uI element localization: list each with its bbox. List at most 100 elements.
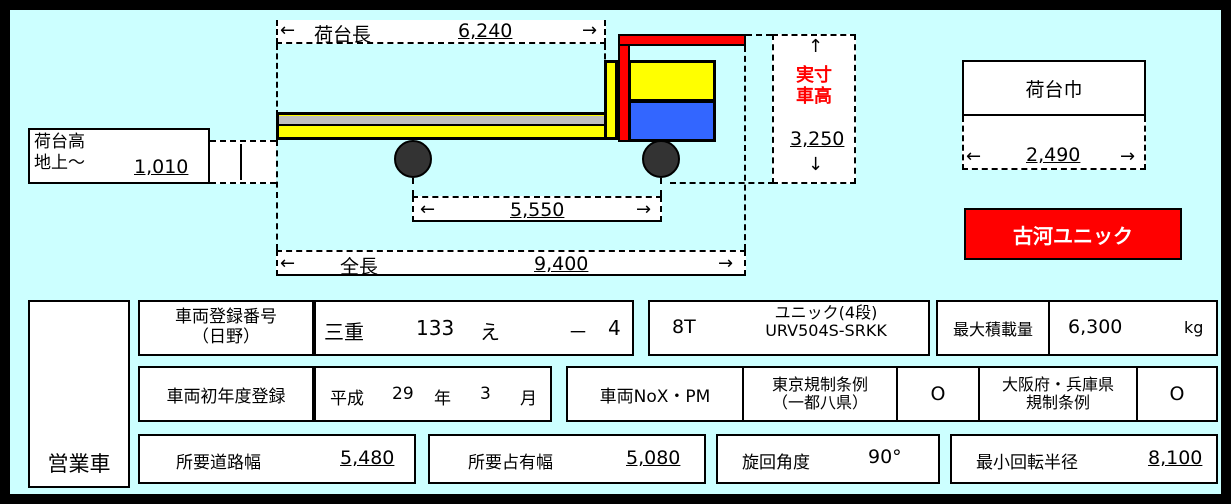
reg-number-label-line1: 車両登録番号	[175, 307, 277, 328]
truck-cab-upper	[628, 60, 716, 102]
first-reg-month-unit: 月	[520, 389, 537, 409]
tokyo-label-line1: 東京規制条例	[771, 374, 868, 394]
reg-region: 三重	[324, 320, 364, 344]
reg-class: 133	[416, 316, 455, 340]
crane-maker-label: 古河ユニック	[1013, 223, 1133, 248]
tokyo-mark: O	[930, 383, 946, 405]
crane-spec-box: 8T ユニック(4段) URV504S-SRKK	[648, 300, 930, 356]
crane-model-line1: ユニック(4段)	[774, 303, 878, 322]
first-reg-year-unit: 年	[434, 389, 451, 409]
total-length-extension-left	[276, 140, 278, 250]
total-length-value: 9,400	[534, 253, 589, 275]
nox-label: 車両NoX・PM	[599, 386, 711, 407]
wheelbase-dimension: ← 5,550 →	[412, 196, 662, 222]
osaka-mark-box: O	[1136, 366, 1218, 422]
bed-height-arrow-icon	[240, 144, 242, 180]
truck-bed-rail	[279, 116, 605, 126]
bed-height-label-line2: 地上～	[34, 153, 85, 174]
height-top-extension	[746, 34, 772, 36]
height-label-line1: 実寸	[796, 65, 832, 86]
osaka-label-box: 大阪府・兵庫県 規制条例	[978, 366, 1138, 422]
wheelbase-extension-right	[660, 178, 662, 196]
road-width-value: 5,480	[340, 447, 395, 469]
total-length-extension-right	[744, 46, 746, 250]
turn-radius-box: 最小回転半径 8,100	[950, 434, 1218, 484]
vehicle-category-box: 営業車	[28, 300, 130, 488]
truck-cab-lower	[628, 100, 716, 142]
bed-length-dimension: ← 荷台長 6,240 →	[276, 20, 606, 46]
vehicle-category: 営業車	[47, 452, 111, 476]
road-width-label: 所要道路幅	[176, 453, 261, 473]
swing-angle-box: 旋回角度 90°	[716, 434, 940, 484]
truck-front-plate	[604, 60, 618, 140]
first-reg-year: 29	[392, 384, 414, 404]
turn-radius-label: 最小回転半径	[976, 453, 1078, 473]
rear-wheel-icon	[394, 140, 432, 178]
reg-number-value-box: 三重 133 え － 4	[314, 300, 634, 356]
bed-width-dimension: ← 2,490 →	[962, 116, 1146, 170]
bed-height-label: 荷台高 地上～	[34, 132, 85, 175]
wheelbase-extension-left	[412, 178, 414, 196]
first-reg-label-box: 車両初年度登録	[138, 366, 314, 422]
bed-height-box: 荷台高 地上～ 1,010	[28, 128, 210, 184]
bed-height-value: 1,010	[134, 156, 189, 178]
arrow-right-icon: →	[718, 253, 734, 274]
ground-line	[670, 182, 774, 184]
arrow-right-icon: →	[1120, 146, 1136, 167]
max-load-unit: kg	[1184, 318, 1204, 337]
arrow-left-icon: ←	[280, 253, 296, 274]
total-length-dimension: ← 全長 9,400 →	[276, 250, 746, 278]
arrow-right-icon: →	[582, 20, 598, 41]
tokyo-label-line2: （一都八県）	[771, 393, 868, 412]
occupy-width-label: 所要占有幅	[468, 453, 553, 473]
first-reg-month: 3	[480, 384, 491, 404]
max-load-label: 最大積載量	[952, 320, 1033, 339]
osaka-label-line1: 大阪府・兵庫県	[1001, 374, 1114, 394]
spec-sheet: ← 荷台長 6,240 → ↑ 実寸 車高 3,250 ↓ 荷台高 地上～ 1,…	[10, 10, 1221, 494]
reg-kana: え	[480, 320, 500, 344]
reg-number-label-line2: （日野）	[192, 327, 260, 347]
total-length-label: 全長	[340, 256, 379, 278]
crane-model-line2: URV504S-SRKK	[765, 321, 887, 341]
bed-length-extension-left	[276, 44, 278, 116]
arrow-up-icon: ↑	[808, 36, 824, 57]
crane-model: ユニック(4段) URV504S-SRKK	[728, 303, 924, 341]
arrow-down-icon: ↓	[808, 154, 824, 175]
first-reg-label: 車両初年度登録	[166, 386, 286, 407]
crane-boom	[618, 34, 746, 46]
height-label-line2: 車高	[796, 85, 832, 107]
bed-width-box: 荷台巾	[962, 60, 1146, 116]
bed-length-value: 6,240	[458, 20, 513, 42]
max-load-value-box: 6,300 kg	[1048, 300, 1218, 356]
bed-height-arrow-area	[210, 140, 276, 184]
first-reg-value-box: 平成 29 年 3 月	[314, 366, 552, 422]
height-dimension: ↑ 実寸 車高 3,250 ↓	[772, 34, 856, 184]
occupy-width-box: 所要占有幅 5,080	[428, 434, 706, 484]
occupy-width-value: 5,080	[626, 447, 681, 469]
tonnage: 8T	[672, 316, 696, 338]
front-wheel-icon	[642, 140, 680, 178]
crane-maker-badge: 古河ユニック	[964, 208, 1182, 260]
arrow-left-icon: ←	[280, 20, 296, 41]
wheelbase-value: 5,550	[510, 199, 565, 221]
turn-radius-value: 8,100	[1148, 447, 1203, 469]
bed-height-label-line1: 荷台高	[34, 132, 85, 152]
max-load-label-box: 最大積載量	[936, 300, 1050, 356]
reg-dash: －	[568, 320, 588, 344]
reg-num: 4	[608, 316, 621, 340]
max-load-value: 6,300	[1068, 316, 1123, 338]
bed-length-label: 荷台長	[314, 24, 372, 46]
swing-angle-value: 90°	[868, 446, 902, 468]
arrow-left-icon: ←	[966, 146, 982, 167]
reg-number-label-box: 車両登録番号 （日野）	[138, 300, 314, 356]
tokyo-label-box: 東京規制条例 （一都八県）	[742, 366, 898, 422]
height-label: 実寸 車高	[774, 65, 854, 107]
osaka-label-line2: 規制条例	[1025, 393, 1090, 412]
bed-width-label: 荷台巾	[1025, 78, 1083, 101]
tokyo-mark-box: O	[896, 366, 980, 422]
swing-angle-label: 旋回角度	[742, 453, 810, 473]
bed-width-value: 2,490	[1026, 144, 1081, 166]
first-reg-era: 平成	[330, 389, 364, 409]
road-width-box: 所要道路幅 5,480	[138, 434, 416, 484]
arrow-left-icon: ←	[420, 199, 436, 220]
